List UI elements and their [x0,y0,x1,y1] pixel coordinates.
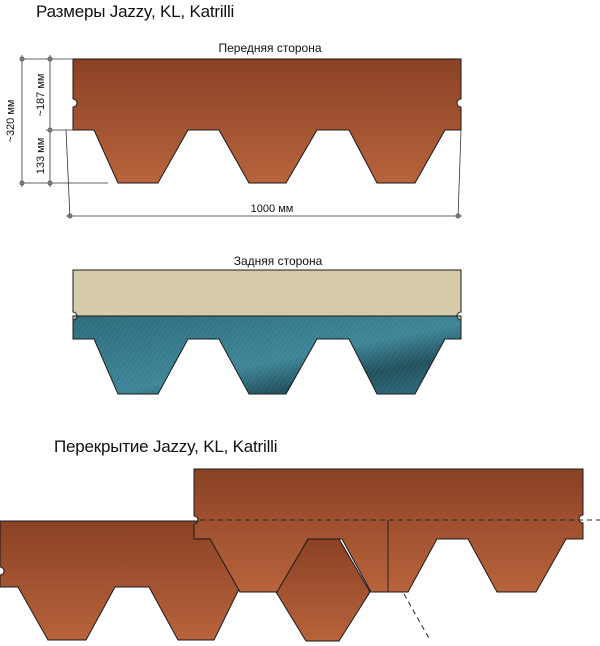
front-side-label: Передняя сторона [218,41,321,55]
front-shingle [72,58,462,184]
back-shingle [72,269,462,395]
total-height-label: ~320 мм [5,100,17,143]
top-height-label: ~187 мм [35,74,47,117]
height-dimensions [19,55,108,187]
back-side-label: Задняя сторона [234,254,323,268]
width-label: 1000 мм [251,203,294,215]
width-dimension [65,129,462,219]
lower-shingle [0,520,241,641]
tab-height-label: 133 мм [35,138,47,175]
sizes-heading: Размеры Jazzy, KL, Katrilli [36,2,235,21]
overlap-heading: Перекрытие Jazzy, KL, Katrilli [54,437,278,456]
overlap-guides [200,519,600,641]
